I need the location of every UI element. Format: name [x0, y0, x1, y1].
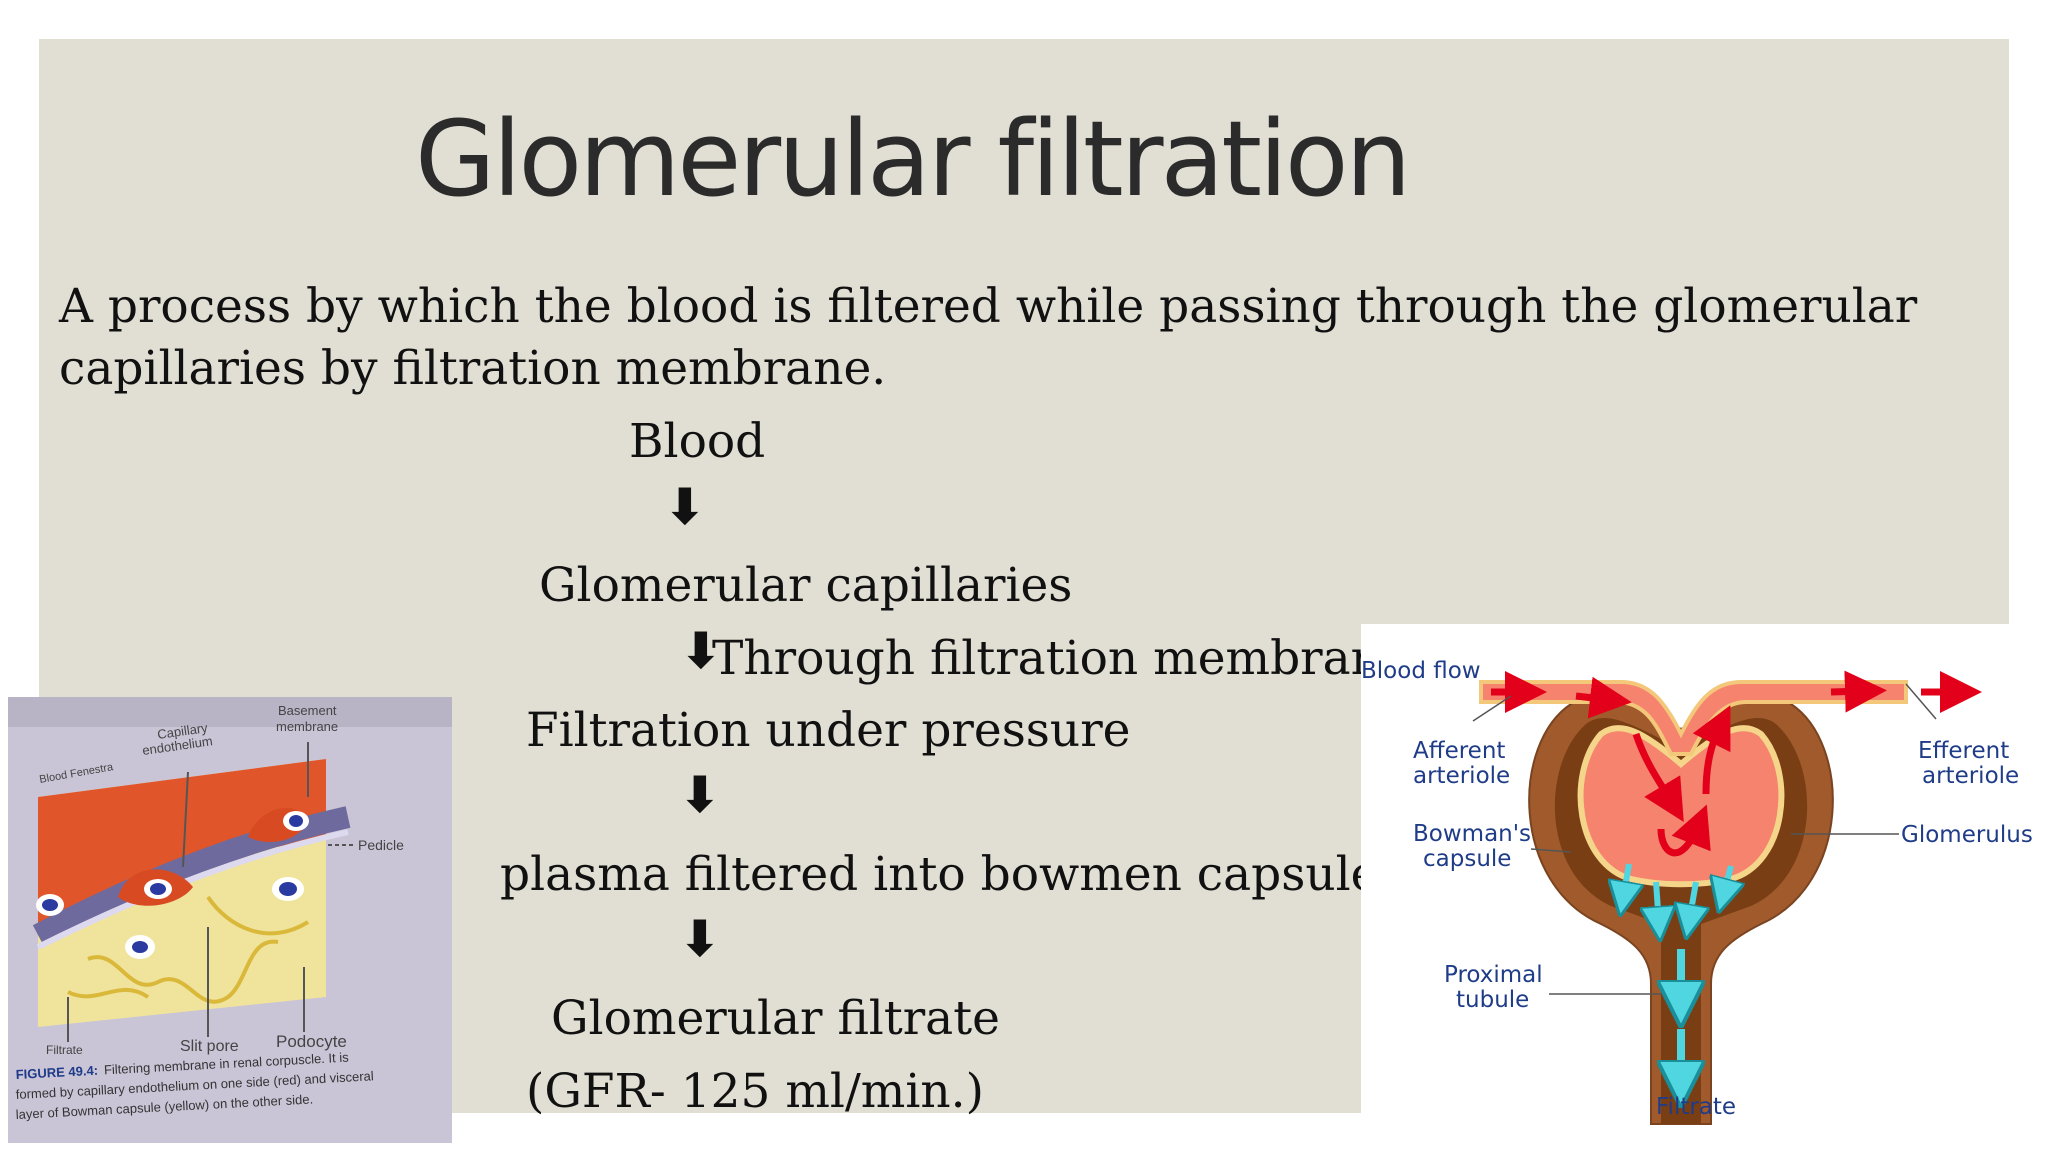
figure-caption-label: FIGURE 49.4: [15, 1063, 98, 1082]
slide-title: Glomerular filtration [415, 98, 1411, 220]
label-basement: Basement [278, 703, 337, 718]
glomerulus-diagram: Blood flow Afferent arteriole Efferent a… [1361, 624, 2048, 1152]
flow-note-gfr: (GFR- 125 ml/min.) [526, 1064, 984, 1119]
down-arrow-icon: ⬇ [679, 910, 721, 968]
flow-step-glomerular-filtrate: Glomerular filtrate [551, 991, 1000, 1046]
filtering-membrane-illustration: Basement membrane Capillary endothelium … [8, 697, 452, 1143]
label-efferent-arteriole: arteriole [1922, 763, 2019, 789]
filtering-membrane-photo: Basement membrane Capillary endothelium … [8, 697, 452, 1143]
label-slit-pore: Slit pore [180, 1038, 239, 1055]
label-filtrate: Filtrate [1656, 1094, 1736, 1120]
label-podocyte: Podocyte [276, 1032, 347, 1051]
label-bowmans: Bowman's [1413, 821, 1531, 847]
down-arrow-icon: ⬇ [680, 622, 722, 680]
label-proximal: Proximal [1444, 962, 1543, 988]
label-membrane: membrane [276, 719, 338, 734]
label-afferent-arteriole: arteriole [1413, 763, 1510, 789]
flow-step-blood: Blood [629, 414, 766, 469]
glomerulus-illustration: Blood flow Afferent arteriole Efferent a… [1361, 658, 2033, 1125]
flow-step-plasma-filtered: plasma filtered into bowmen capsule [500, 847, 1379, 902]
label-afferent: Afferent [1413, 738, 1505, 764]
label-bowmans-capsule: capsule [1423, 846, 1511, 872]
label-glomerulus: Glomerulus [1901, 822, 2033, 848]
down-arrow-icon: ⬇ [679, 766, 721, 824]
flow-step-filtration-pressure: Filtration under pressure [526, 703, 1131, 758]
label-pedicle: Pedicle [358, 837, 404, 853]
label-filtrate: Filtrate [46, 1043, 83, 1057]
label-blood-flow: Blood flow [1361, 658, 1481, 684]
flow-step-glomerular-capillaries: Glomerular capillaries [539, 558, 1073, 613]
label-capillary: Capillary [156, 720, 209, 742]
flow-note-filtration-membrane: Through filtration membrane [712, 631, 1409, 686]
label-efferent: Efferent [1918, 738, 2009, 764]
label-proximal-tubule: tubule [1456, 987, 1529, 1013]
slide-description: A process by which the blood is filtered… [59, 279, 1918, 396]
down-arrow-icon: ⬇ [664, 478, 706, 536]
